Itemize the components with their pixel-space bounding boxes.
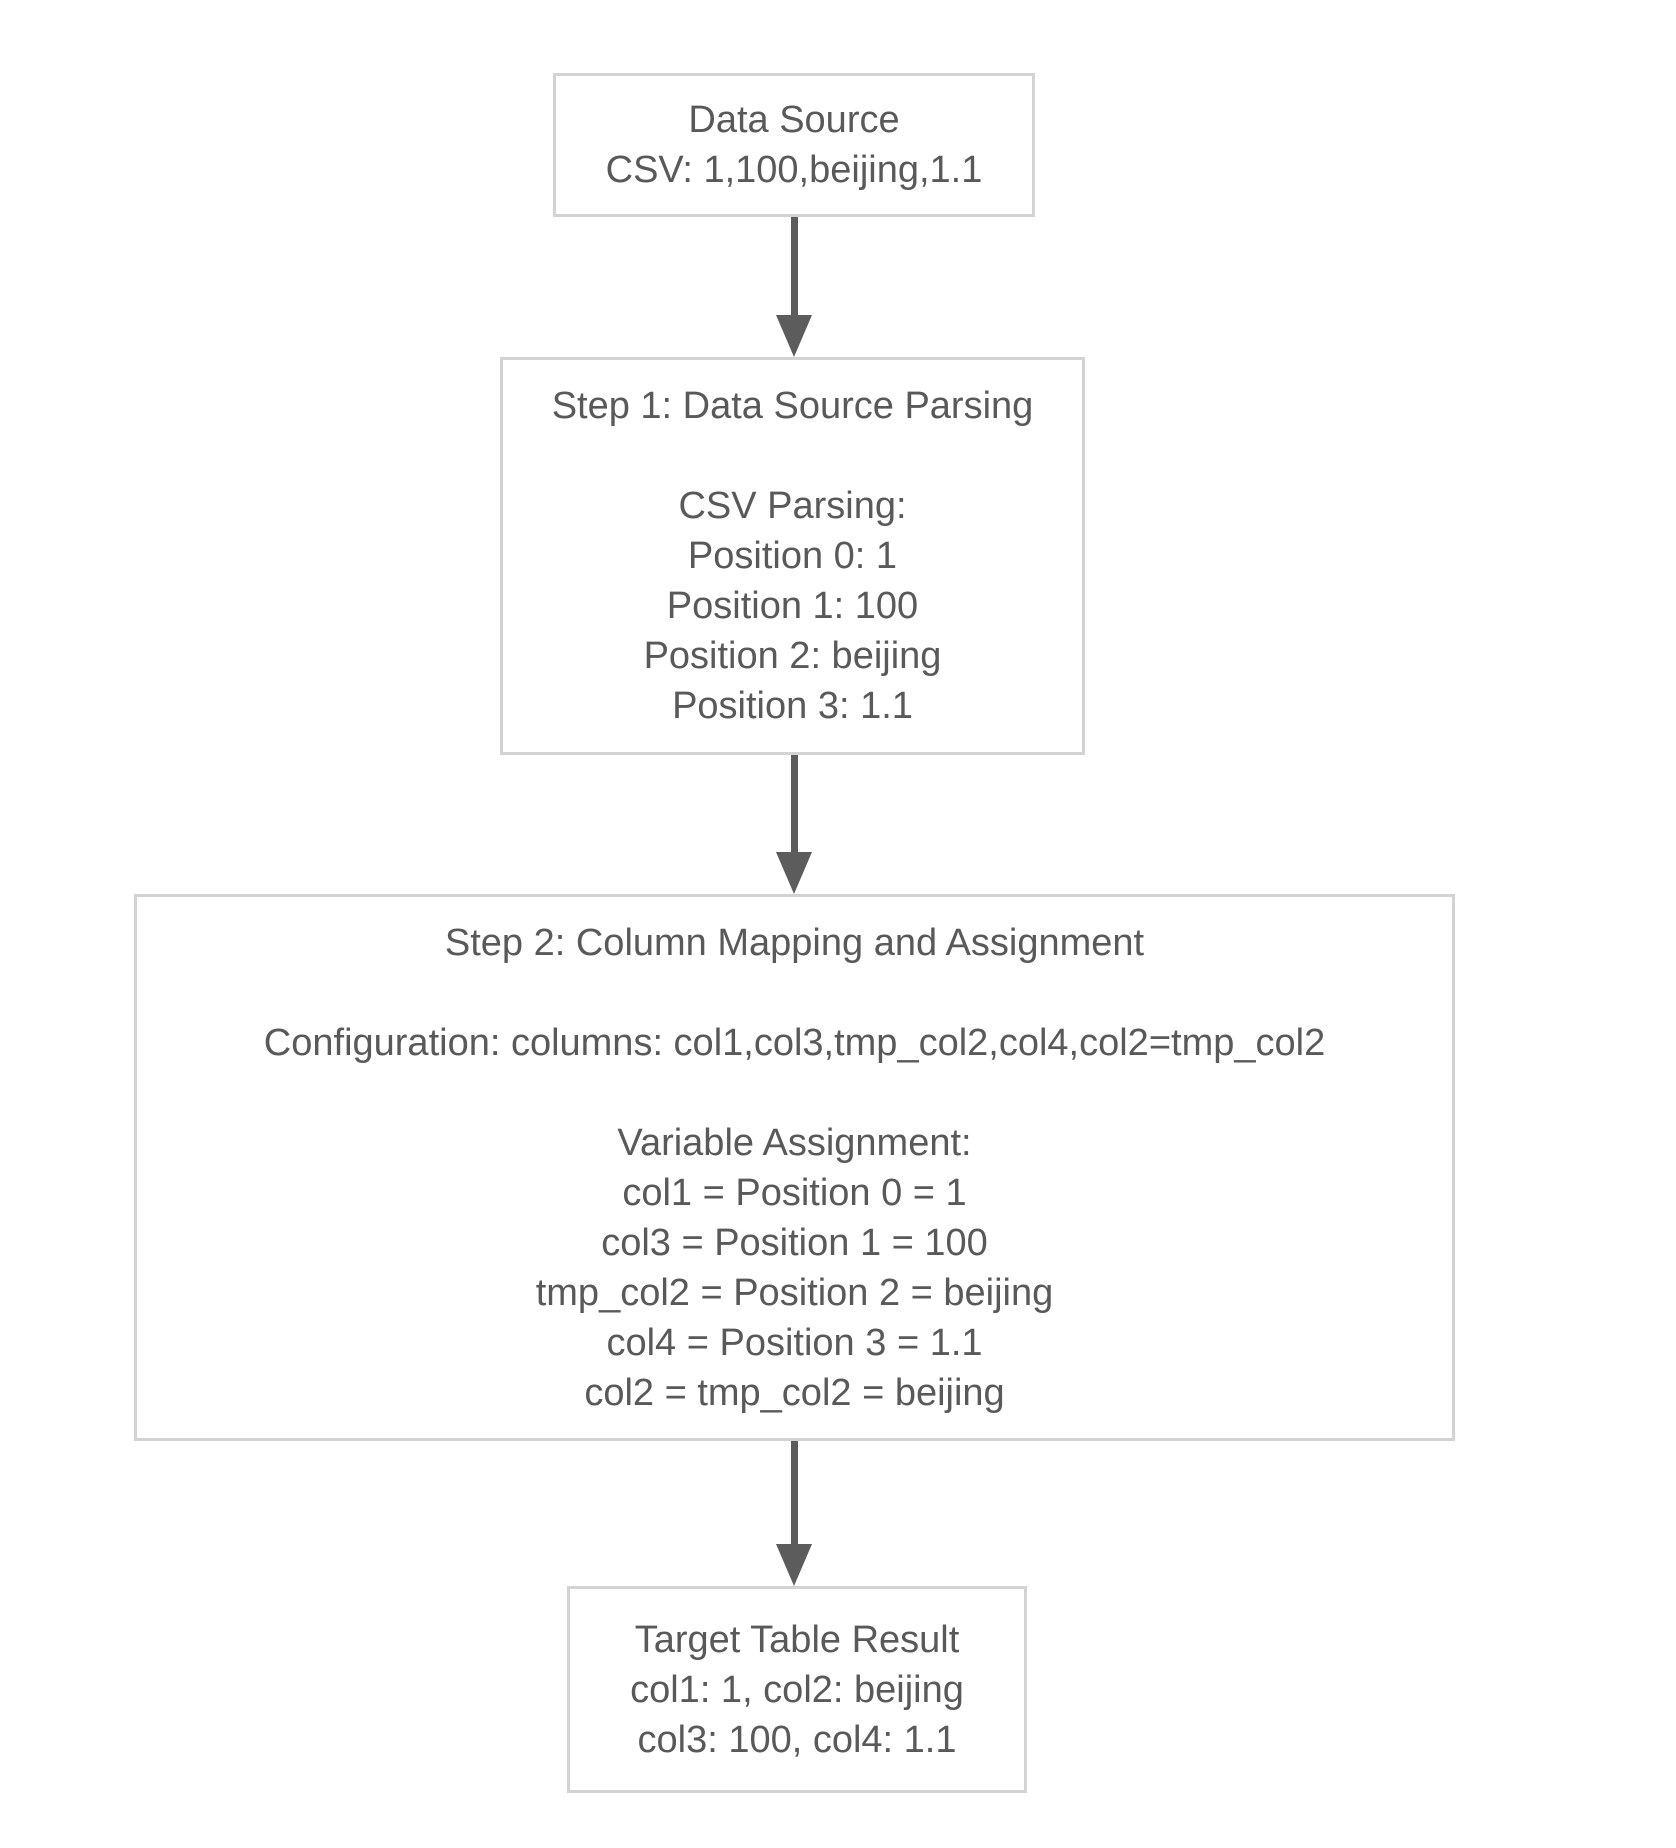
node-text-line (137, 1068, 1452, 1118)
node-data-source: Data Source CSV: 1,100,beijing,1.1 (553, 73, 1035, 217)
node-title: Step 1: Data Source Parsing (551, 385, 1034, 427)
node-text-line: col3: 100, col4: 1.1 (637, 1719, 957, 1761)
node-text-line: col1: 1, col2: beijing (630, 1669, 964, 1711)
node-text-line: CSV: 1,100,beijing,1.1 (605, 149, 983, 191)
node-text-line: col3 = Position 1 = 100 (601, 1222, 988, 1264)
node-text-line: tmp_col2 = Position 2 = beijing (535, 1272, 1054, 1314)
node-step1-data-source-parsing: Step 1: Data Source Parsing CSV Parsing:… (500, 357, 1085, 755)
arrow-head-icon (776, 315, 812, 357)
node-text-line: CSV Parsing: (678, 485, 907, 527)
arrow-down-3 (776, 1441, 812, 1586)
node-title: Step 2: Column Mapping and Assignment (444, 922, 1145, 964)
node-text-line: col2 = tmp_col2 = beijing (584, 1372, 1005, 1414)
node-text-line: Position 1: 100 (666, 585, 919, 627)
arrow-down-2 (776, 755, 812, 894)
arrow-down-1 (776, 217, 812, 357)
node-step2-column-mapping: Step 2: Column Mapping and Assignment Co… (134, 894, 1455, 1441)
node-target-table-result: Target Table Result col1: 1, col2: beiji… (567, 1586, 1027, 1793)
node-text-line: Configuration: columns: col1,col3,tmp_co… (263, 1022, 1326, 1064)
arrow-shaft (790, 217, 798, 315)
arrow-shaft (790, 755, 798, 852)
arrow-head-icon (776, 1544, 812, 1586)
node-text-line: Position 0: 1 (687, 535, 898, 577)
arrow-shaft (790, 1441, 798, 1544)
node-text-line: col1 = Position 0 = 1 (622, 1172, 967, 1214)
node-text-line (503, 431, 1082, 481)
node-title: Target Table Result (634, 1619, 960, 1661)
node-text-line: Position 2: beijing (643, 635, 942, 677)
node-text-line: Data Source (688, 99, 900, 141)
node-text-line (137, 968, 1452, 1018)
node-text-line: Position 3: 1.1 (672, 685, 913, 727)
node-text-line: col4 = Position 3 = 1.1 (606, 1322, 983, 1364)
node-text-line: Variable Assignment: (617, 1122, 972, 1164)
arrow-head-icon (776, 852, 812, 894)
